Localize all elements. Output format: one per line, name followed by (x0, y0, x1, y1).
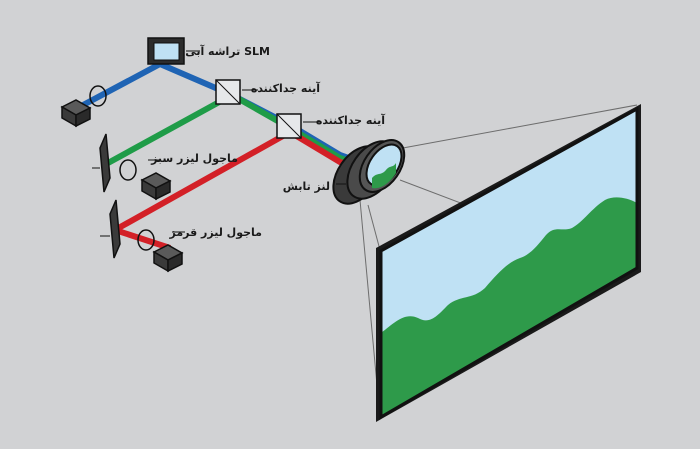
red-laser-label: ماجول لیزر قرمز (169, 226, 262, 239)
green-laser-module: ماجول لیزر سبز (92, 133, 238, 201)
dichroic-mirror-2: آینه جداکننده (276, 113, 385, 139)
slm-label: تراشه آبی SLM (185, 44, 270, 58)
projection-lens-icon (332, 139, 406, 205)
slm-chip: تراشه آبی SLM (147, 37, 270, 65)
mirror-icon (99, 133, 111, 193)
circular-lens-icon (137, 229, 155, 251)
laser-module-icon (60, 99, 92, 128)
blue-laser-module (60, 85, 107, 128)
green-laser-label: ماجول لیزر سبز (150, 152, 238, 165)
dichroic-mirror-icon (276, 113, 302, 139)
laser-module-icon (152, 244, 184, 273)
red-beam-incoming (114, 227, 171, 251)
circular-lens-icon (89, 85, 107, 107)
dichroic-mirror-icon (215, 79, 241, 105)
lens-label: لنز تابش (283, 180, 330, 193)
circular-lens-icon (119, 159, 137, 181)
mirror-icon (109, 199, 121, 259)
red-laser-module: ماجول لیزر قرمز (100, 199, 262, 273)
dichroic-mirror-1: آینه جداکننده (215, 79, 320, 105)
projection-screen-icon (376, 104, 641, 422)
laser-module-icon (140, 172, 172, 201)
dichroic-1-label: آینه جداکننده (251, 81, 320, 95)
screen-hills (381, 197, 637, 417)
slm-chip-icon (147, 37, 185, 65)
projection-lens: لنز تابش (283, 139, 406, 205)
dichroic-2-label: آینه جداکننده (316, 113, 385, 127)
